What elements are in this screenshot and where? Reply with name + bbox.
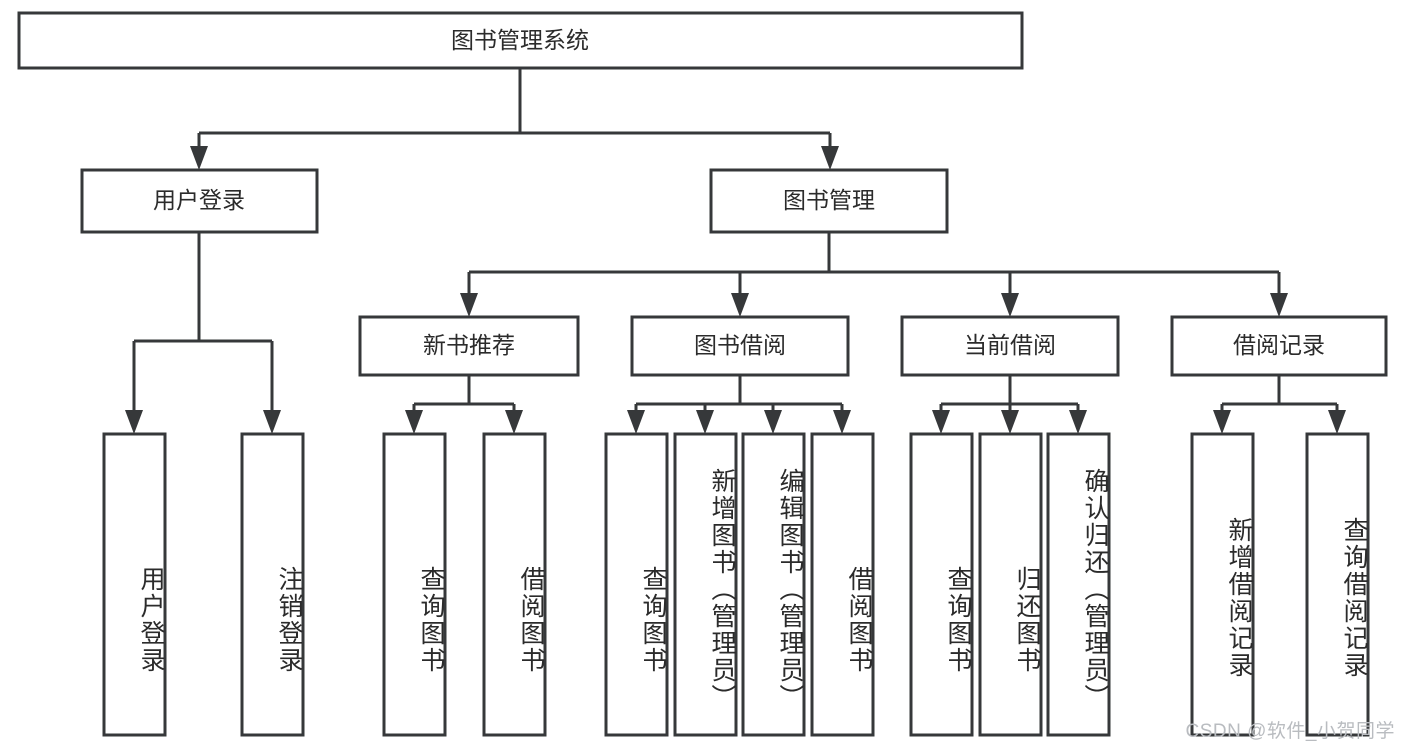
node-book-management-box[interactable] bbox=[709, 168, 949, 234]
arrow-head-icon bbox=[1001, 410, 1019, 434]
arrow-head-icon bbox=[1270, 293, 1288, 317]
leaf-box-book-borrow-3[interactable] bbox=[810, 432, 875, 737]
arrow-head-icon bbox=[1001, 293, 1019, 317]
arrow-head-icon bbox=[627, 410, 645, 434]
node-current-borrow-box[interactable] bbox=[900, 315, 1120, 377]
arrow-head-icon bbox=[731, 293, 749, 317]
leaf-box-book-borrow-1[interactable] bbox=[673, 432, 738, 737]
leaf-box-borrow-record-0[interactable] bbox=[1190, 432, 1255, 737]
leaf-box-current-borrow-0[interactable] bbox=[909, 432, 974, 737]
arrow-head-icon bbox=[696, 410, 714, 434]
node-new-book-recommend-box[interactable] bbox=[358, 315, 580, 377]
arrow-head-icon bbox=[405, 410, 423, 434]
node-book-borrow-label: 图书借阅 bbox=[694, 332, 786, 358]
arrow-head-icon bbox=[833, 410, 851, 434]
arrow-head-icon bbox=[505, 410, 523, 434]
leaf-box-user-login-0[interactable] bbox=[102, 432, 167, 737]
arrow-head-icon bbox=[190, 146, 208, 170]
node-book-borrow-box[interactable] bbox=[630, 315, 850, 377]
leaf-box-book-borrow-0[interactable] bbox=[604, 432, 669, 737]
arrow-head-icon bbox=[1069, 410, 1087, 434]
arrow-head-icon bbox=[1213, 410, 1231, 434]
arrow-head-icon bbox=[1328, 410, 1346, 434]
watermark-label: CSDN @软件_小贺同学 bbox=[1185, 721, 1395, 742]
node-user-login-label: 用户登录 bbox=[153, 187, 245, 213]
node-borrow-record-label: 借阅记录 bbox=[1233, 332, 1325, 358]
arrow-head-icon bbox=[821, 146, 839, 170]
leaf-box-new-book-1[interactable] bbox=[482, 432, 547, 737]
arrow-head-icon bbox=[932, 410, 950, 434]
node-current-borrow-label: 当前借阅 bbox=[964, 332, 1056, 358]
node-borrow-record-box[interactable] bbox=[1170, 315, 1388, 377]
arrow-head-icon bbox=[263, 410, 281, 434]
arrow-head-icon bbox=[764, 410, 782, 434]
leaf-box-user-login-1[interactable] bbox=[240, 432, 305, 737]
leaf-box-current-borrow-1[interactable] bbox=[978, 432, 1043, 737]
leaf-box-book-borrow-2[interactable] bbox=[741, 432, 806, 737]
node-new-book-recommend-label: 新书推荐 bbox=[423, 332, 515, 358]
node-book-management-label: 图书管理 bbox=[783, 187, 875, 213]
leaf-box-current-borrow-2[interactable] bbox=[1046, 432, 1111, 737]
leaf-box-new-book-0[interactable] bbox=[382, 432, 447, 737]
node-root-label: 图书管理系统 bbox=[451, 27, 589, 53]
arrow-head-icon bbox=[460, 293, 478, 317]
node-root-box[interactable] bbox=[17, 11, 1024, 70]
arrow-head-icon bbox=[125, 410, 143, 434]
leaf-box-borrow-record-1[interactable] bbox=[1305, 432, 1370, 737]
